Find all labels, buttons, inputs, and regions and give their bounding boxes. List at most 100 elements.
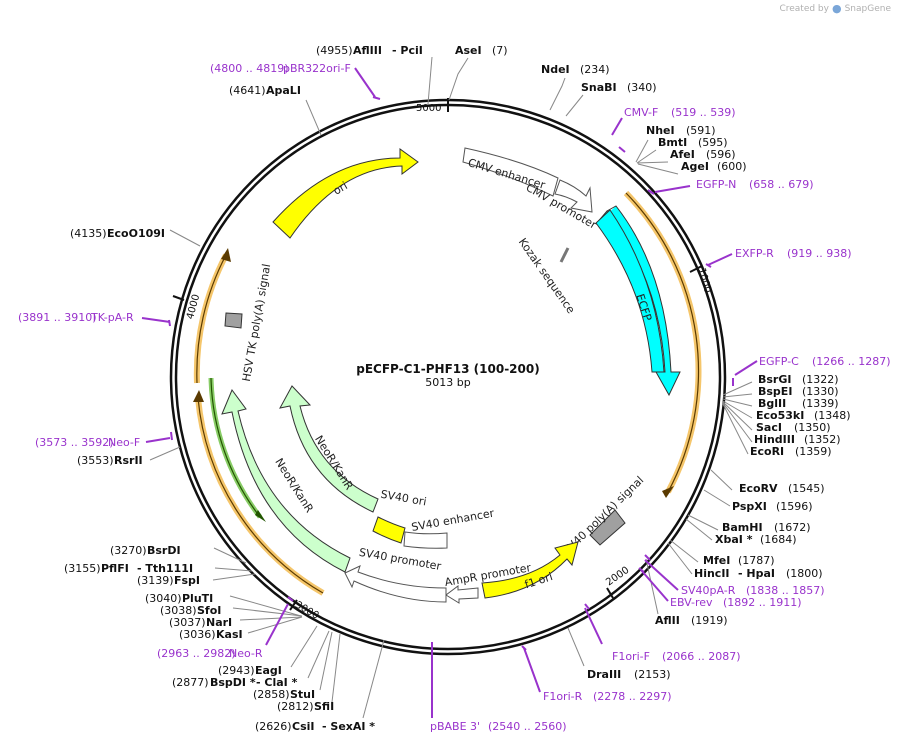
primer-range-pbabe3: (2540 .. 2560) [488,720,567,733]
site-name-snabi: SnaBI [581,81,617,94]
site-name-ecori: EcoRI [750,445,784,458]
site-name-kasi: KasI [216,628,243,641]
orf-arc-neo-outer-core [197,397,324,594]
site-pos-rsrii: (3553) [77,454,114,467]
site-extra-bspdi: - ClaI * [256,676,298,689]
site-pos-kasi: (3036) [179,628,216,641]
site-pos-ecori: (1359) [795,445,832,458]
site-leader-lines [149,56,753,719]
site-name-draiii: DraIII [587,668,621,681]
plasmid-name: pECFP-C1-PHF13 (100-200) [356,362,539,376]
site-pos-ecoo109i: (4135) [70,227,107,240]
primer-range-neo-f: (3573 .. 3592) [35,436,114,449]
brand-prefix: Created by [779,3,829,14]
site-name-sfoi: SfoI [197,604,221,617]
feature-sv40-ori-label: SV40 ori [380,488,428,509]
orf-arc-hsvtk-core [196,254,227,384]
site-pos-csii: (2626) [255,720,292,733]
feature-cmv-enhancer-arrow [462,147,559,197]
primer-name-ebv-rev: EBV-rev [670,596,713,609]
primer-range-pbr322ori-f: (4800 .. 4819) [210,62,289,75]
site-pos-bmti: (595) [698,136,728,149]
site-name-nhei: NheI [646,124,675,137]
feature-ori-arrow [272,148,419,239]
feature-hsvtk-polya-box [224,312,243,329]
site-pos-nari: (3037) [169,616,206,629]
primer-range-ebv-rev: (1892 .. 1911) [723,596,802,609]
primer-name-sv40pa-r: SV40pA-R [681,584,736,597]
site-name-bsrdi: BsrDI [147,544,181,557]
site-name-pflfi: PflFI [101,562,129,575]
primer-range-f1ori-r: (2278 .. 2297) [593,690,672,703]
orf-arc-neo-green-head [255,510,266,522]
site-name-bmti: BmtI [658,136,687,149]
site-extra-hincii: - HpaI [738,567,775,580]
site-name-eco53ki: Eco53kI [756,409,804,422]
site-name-bglii: BglII [758,397,786,410]
plasmid-size: 5013 bp [425,376,470,389]
site-pos-ndei: (234) [580,63,610,76]
site-pos-apali: (4641) [229,84,266,97]
primer-range-cmv-f: (519 .. 539) [671,106,736,119]
site-name-aflIII: AflIII [353,44,382,57]
site-name-ecoo109i: EcoO109I [107,227,165,240]
feature-ampr-promoter-arrow [445,585,479,604]
site-pos-aflii: (1919) [691,614,728,627]
site-pos-bamhi: (1672) [774,521,811,534]
orf-arc-hsvtk-head [221,248,231,262]
site-extra-pflfi: - Tth111I [137,562,193,575]
site-name-bamhi: BamHI [722,521,763,534]
primer-range-exfp-r: (919 .. 938) [787,247,852,260]
feature-f1-ori-arrow [481,541,579,599]
site-pos-ecorv: (1545) [788,482,825,495]
site-pos-agei: (600) [717,160,747,173]
orf-arc-neo-outer-head [193,390,204,402]
feature-ori-label: ori [331,179,350,197]
site-pos-bspei: (1330) [802,385,839,398]
feature-cmv-promoter-arrow [554,179,593,213]
site-pos-nhei: (591) [686,124,716,137]
site-name-hindiii: HindIII [754,433,795,446]
site-name-ecorv: EcoRV [739,482,778,495]
feature-sv40-enhancer-label: SV40 enhancer [410,506,495,533]
site-name-hincii: HincII [694,567,730,580]
feature-sv40-promoter-label: SV40 promoter [358,546,443,573]
site-name-bspdi: BspDI * [210,676,256,689]
feature-kozak-label: Kozak sequence [516,236,578,316]
feature-sv40-promoter-arrow [344,565,447,603]
site-name-eagi: EagI [255,664,282,677]
feature-kozak-mark [559,247,570,263]
site-pos-eagi: (2943) [218,664,255,677]
feature-neokanr-outer-arrow [221,388,351,573]
site-name-csii: CsiI [292,720,314,733]
primer-name-exfp-r: EXFP-R [735,247,774,260]
primer-name-f1ori-f: F1ori-F [612,650,650,663]
site-name-rsrii: RsrII [114,454,143,467]
site-pos-pflfi: (3155) [64,562,101,575]
primer-name-egfp-n: EGFP-N [696,178,736,191]
site-name-afei: AfeI [670,148,695,161]
site-name-fspi: FspI [174,574,200,587]
site-pos-stui: (2858) [253,688,290,701]
feature-hsvtk-label: HSV TK poly(A) signal [240,263,273,383]
primer-name-neo-f: Neo-F [108,436,140,449]
primer-range-egfp-c: (1266 .. 1287) [812,355,891,368]
site-name-asei: AseI [455,44,482,57]
site-pos-eco53ki: (1348) [814,409,851,422]
site-extra-aflIII: - PciI [392,44,423,57]
site-pos-draiii: (2153) [634,668,671,681]
site-name-pluti: PluTI [182,592,213,605]
site-extra-csii: - SexAI * [322,720,375,733]
primer-name-cmv-f: CMV-F [624,106,658,119]
site-name-ndei: NdeI [541,63,570,76]
site-name-stui: StuI [290,688,315,701]
snapgene-logo-icon: ● [831,2,842,15]
site-pos-bsrgi: (1322) [802,373,839,386]
site-name-sfii: SfiI [314,700,334,713]
primer-range-sv40pa-r: (1838 .. 1857) [746,584,825,597]
site-pos-bsrdi: (3270) [110,544,147,557]
primer-name-pbabe3: pBABE 3' [430,720,480,733]
feature-ecfp-body [595,209,665,373]
orf-arc-neo-green-core [210,377,261,518]
site-pos-snabi: (340) [627,81,657,94]
